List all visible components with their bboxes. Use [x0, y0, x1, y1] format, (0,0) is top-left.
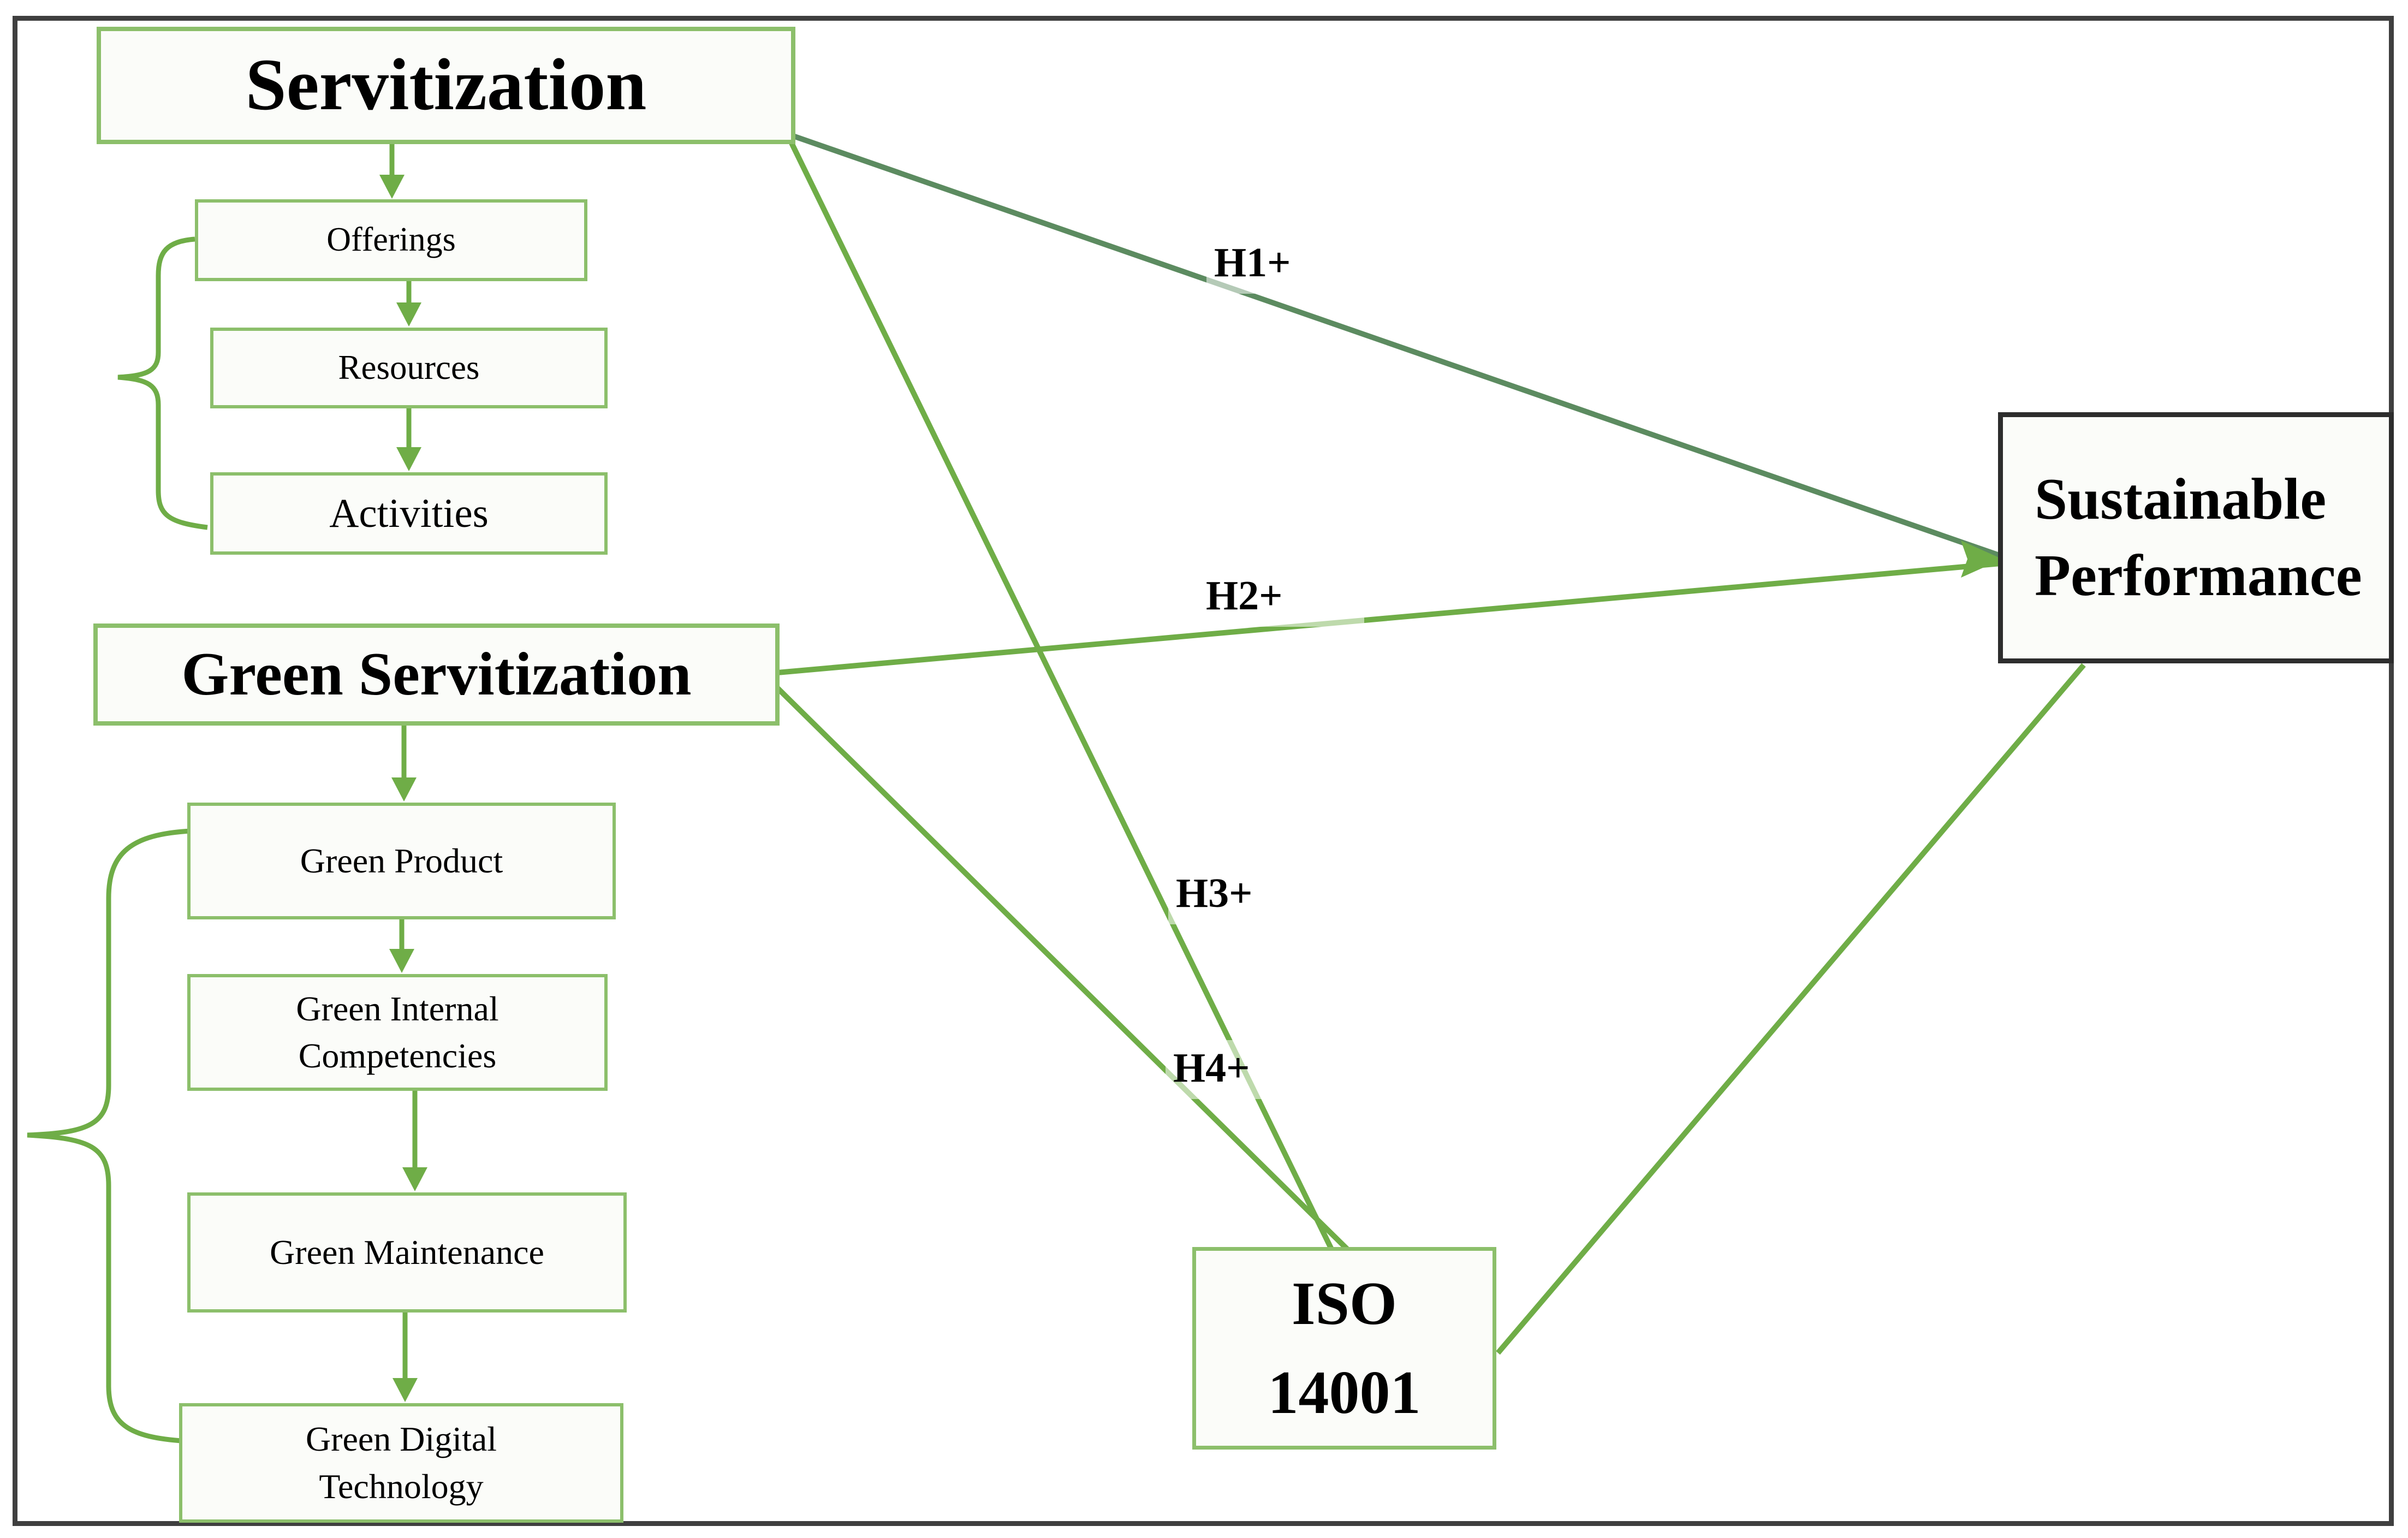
hypothesis-label-h4: H4+	[1166, 1040, 1332, 1099]
h4-line	[775, 686, 1351, 1252]
node-green-maintenance: Green Maintenance	[187, 1192, 627, 1313]
hypothesis-label-h3: H3+	[1168, 865, 1335, 924]
arrowhead-resources	[396, 302, 421, 326]
node-green-internal-competencies-label: Green Internal Competencies	[296, 989, 499, 1075]
node-green-product-label: Green Product	[300, 841, 503, 880]
node-iso-14001-label: ISO 14001	[1268, 1270, 1421, 1427]
node-green-internal-competencies: Green Internal Competencies	[187, 974, 608, 1091]
node-offerings: Offerings	[195, 199, 587, 281]
node-resources: Resources	[210, 328, 608, 408]
arrowhead-green-internal	[389, 949, 414, 973]
node-resources-label: Resources	[338, 348, 480, 387]
node-servitization: Servitization	[97, 27, 795, 144]
node-sustainable-performance-label: Sustainable Performance	[2035, 466, 2362, 608]
brace-green-subitems	[27, 828, 192, 1444]
node-servitization-label: Servitization	[245, 44, 647, 126]
hypothesis-label-h1: H1+	[1206, 235, 1373, 294]
node-green-maintenance-label: Green Maintenance	[270, 1232, 544, 1272]
node-green-servitization-label: Green Servitization	[181, 640, 692, 708]
node-activities: Activities	[210, 472, 608, 555]
figure-outer-frame	[13, 16, 2394, 1526]
node-green-servitization: Green Servitization	[93, 623, 780, 726]
h1-line	[790, 133, 2002, 559]
brace-servitization-subitems	[117, 236, 208, 530]
arrowhead-into-sustainable	[1961, 541, 2002, 578]
node-green-product: Green Product	[187, 803, 616, 919]
arrowhead-green-product	[391, 777, 417, 801]
iso-to-sustainable-line	[1496, 663, 2086, 1355]
node-activities-label: Activities	[329, 490, 489, 536]
arrowhead-activities	[396, 447, 421, 471]
node-green-digital-technology-label: Green Digital Technology	[305, 1420, 497, 1506]
node-green-digital-technology: Green Digital Technology	[179, 1403, 623, 1523]
hypothesis-label-h2: H2+	[1198, 568, 1365, 627]
node-offerings-label: Offerings	[326, 221, 456, 259]
arrowhead-green-maintenance	[402, 1167, 427, 1191]
h2-line	[777, 561, 2001, 675]
node-iso-14001: ISO 14001	[1192, 1247, 1496, 1450]
arrowhead-offerings	[379, 175, 405, 199]
node-sustainable-performance: Sustainable Performance	[1998, 412, 2394, 663]
arrowhead-green-digital	[393, 1378, 418, 1402]
